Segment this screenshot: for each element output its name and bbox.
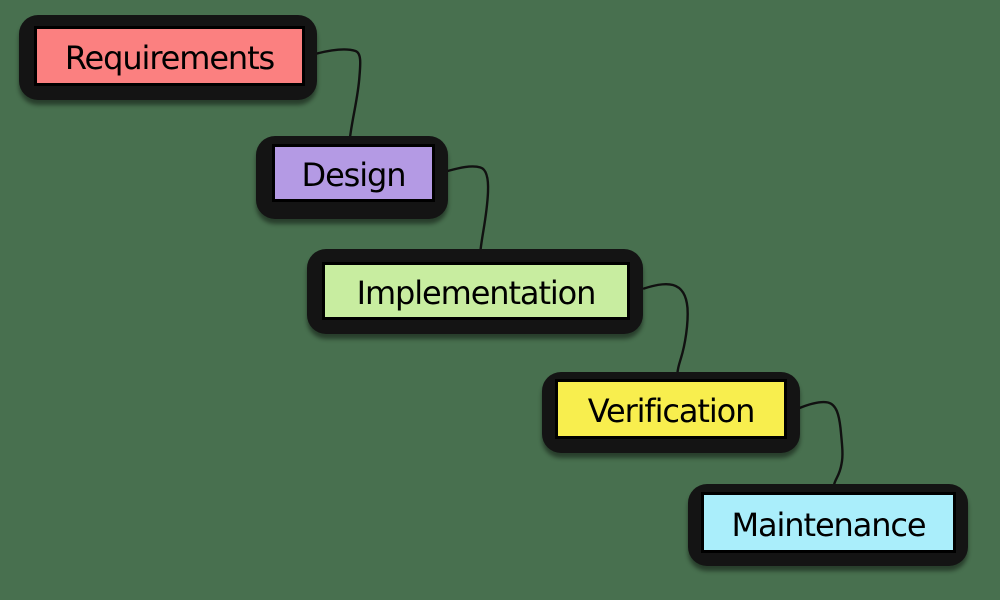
stage-box-design: Design xyxy=(256,136,448,219)
stage-fill-verification: Verification xyxy=(555,379,787,439)
stage-label-maintenance: Maintenance xyxy=(731,505,927,544)
stage-box-maintenance: Maintenance xyxy=(688,484,968,566)
stage-label-design: Design xyxy=(301,156,407,194)
connector-design-to-implementation xyxy=(446,165,490,252)
stage-fill-requirements: Requirements xyxy=(34,26,305,86)
stage-label-implementation: Implementation xyxy=(356,274,597,312)
stage-label-requirements: Requirements xyxy=(64,39,275,77)
stage-label-verification: Verification xyxy=(587,392,756,430)
connector-implementation-to-verification xyxy=(642,282,689,374)
connector-requirements-to-design xyxy=(315,48,362,139)
stage-fill-maintenance: Maintenance xyxy=(701,492,956,553)
stage-fill-implementation: Implementation xyxy=(322,262,630,320)
stage-fill-design: Design xyxy=(272,144,435,202)
stage-box-verification: Verification xyxy=(542,372,800,453)
stage-box-implementation: Implementation xyxy=(307,249,643,334)
stage-box-requirements: Requirements xyxy=(19,15,317,100)
connector-verification-to-maintenance xyxy=(798,400,844,487)
